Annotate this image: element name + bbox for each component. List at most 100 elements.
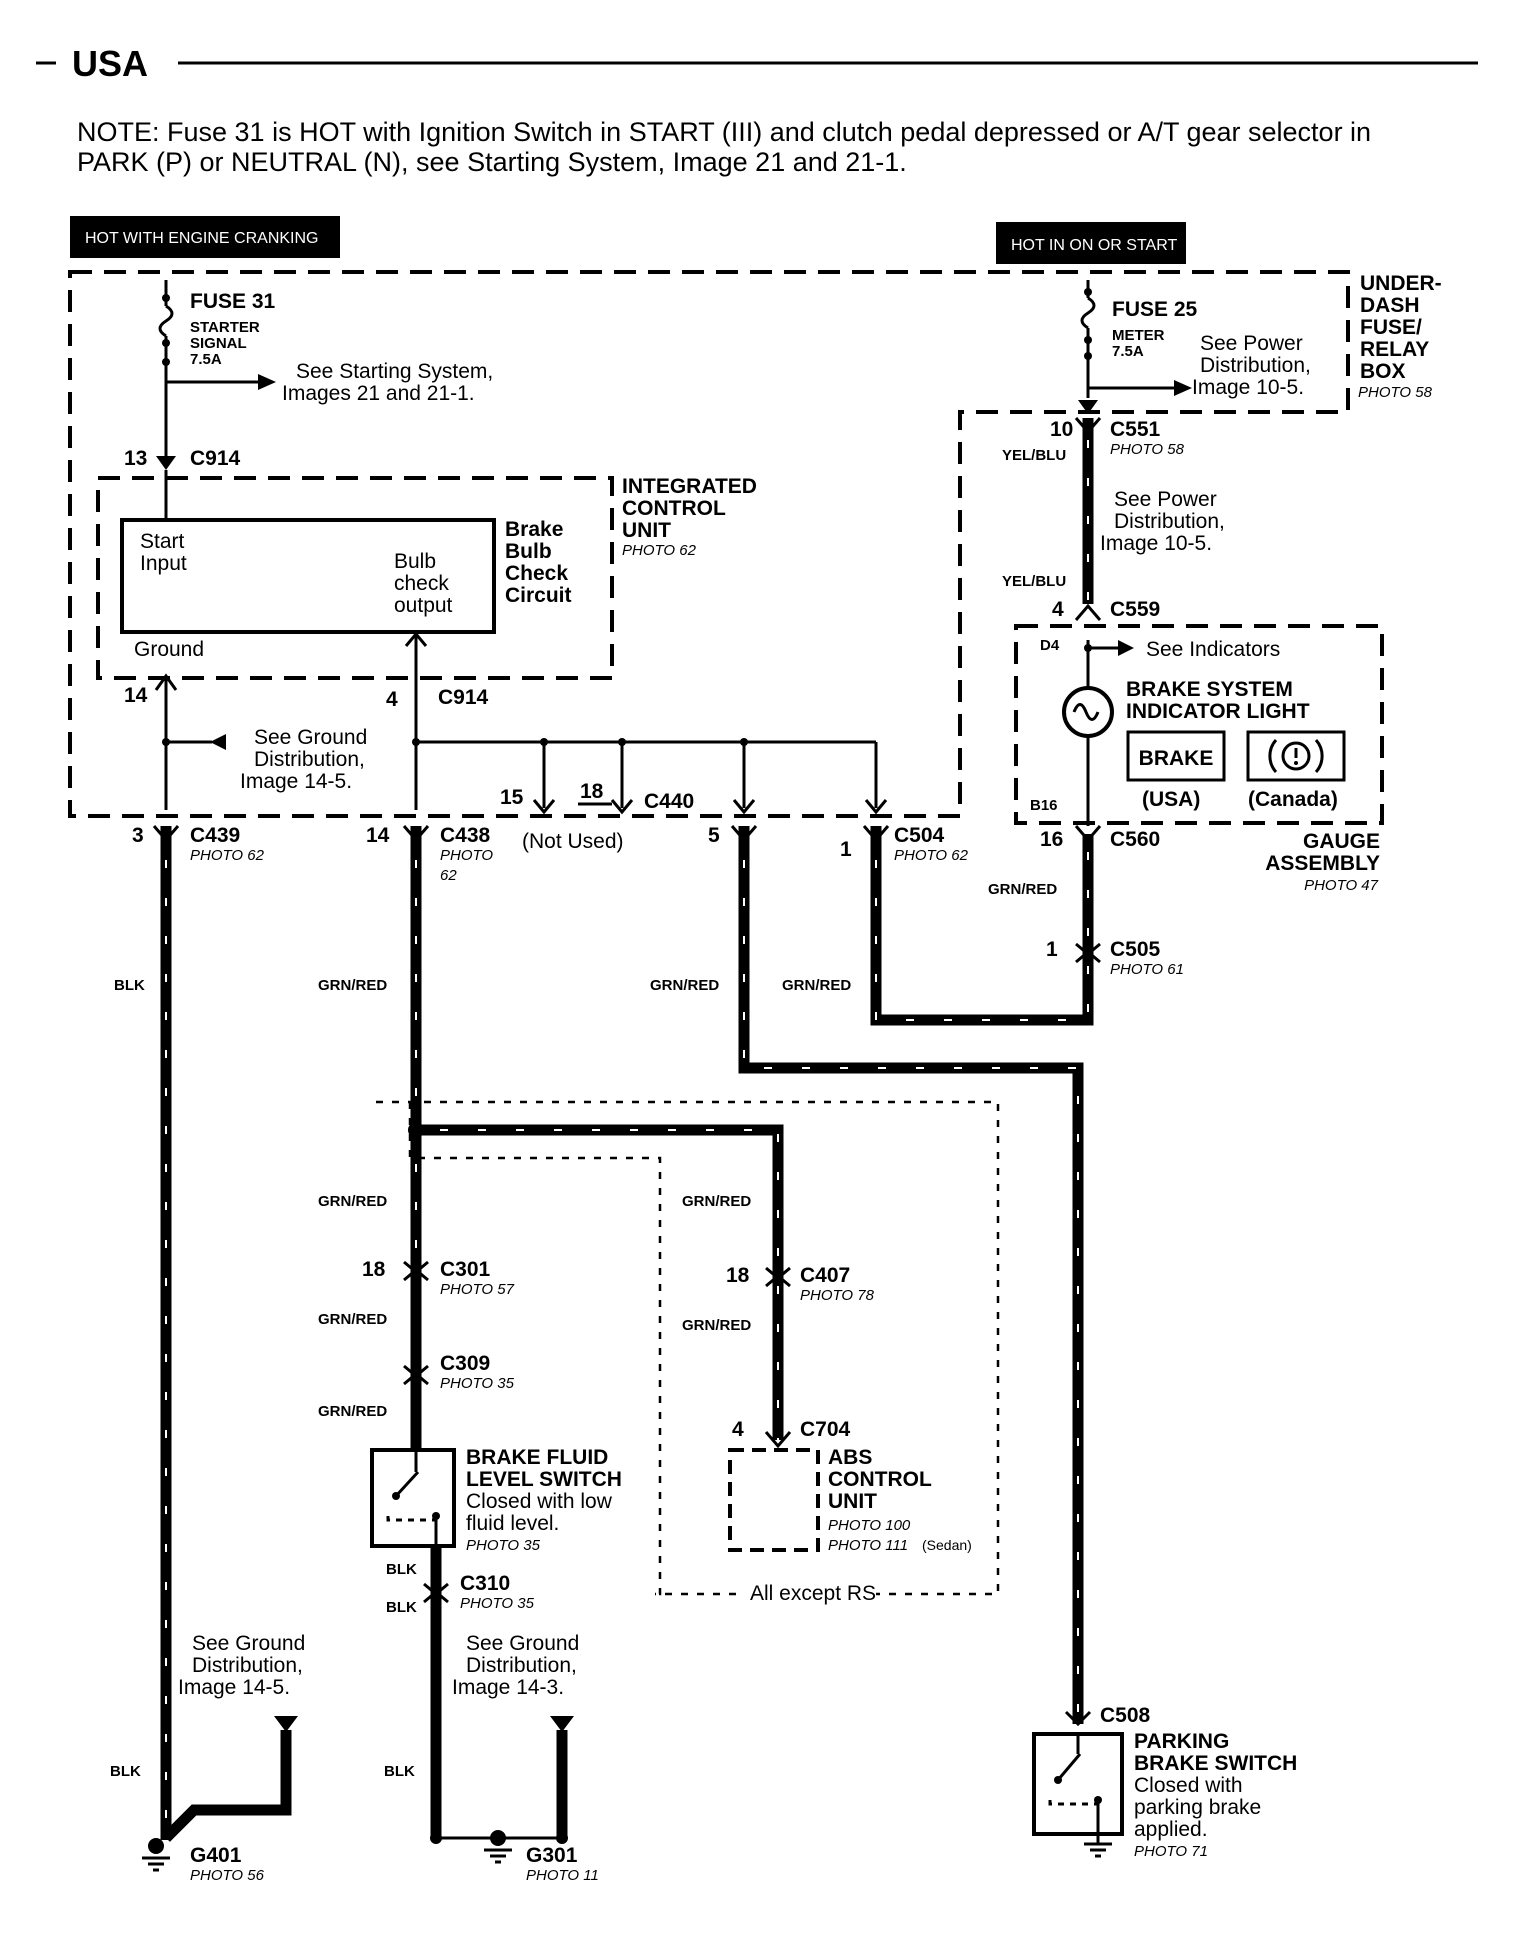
svg-text:B16: B16 xyxy=(1030,797,1058,814)
svg-text:METER: METER xyxy=(1112,327,1165,344)
svg-text:PHOTO 78: PHOTO 78 xyxy=(800,1287,875,1304)
svg-text:(Sedan): (Sedan) xyxy=(922,1537,972,1553)
connector-c505: 1 C505 PHOTO 61 xyxy=(1046,938,1184,978)
svg-text:C505: C505 xyxy=(1110,938,1161,961)
parking-brake-switch: C508 PARKING BRAKE SWITCH Closed with pa… xyxy=(1032,1704,1297,1860)
svg-text:Distribution,: Distribution, xyxy=(466,1654,577,1677)
svg-text:CONTROL: CONTROL xyxy=(622,497,726,520)
svg-text:Start: Start xyxy=(140,530,185,553)
svg-text:applied.: applied. xyxy=(1134,1818,1208,1841)
svg-text:Image 10-5.: Image 10-5. xyxy=(1192,376,1304,399)
svg-text:7.5A: 7.5A xyxy=(1112,343,1144,360)
svg-text:C439: C439 xyxy=(190,824,240,847)
svg-text:CONTROL: CONTROL xyxy=(828,1468,932,1491)
svg-text:BRAKE SYSTEM: BRAKE SYSTEM xyxy=(1126,678,1293,701)
svg-text:ASSEMBLY: ASSEMBLY xyxy=(1265,852,1380,875)
gauge-assembly: 4 C559 D4 See Indicators BRAKE SYSTEM IN… xyxy=(1030,598,1380,894)
hot-on-start-label: HOT IN ON OR START xyxy=(996,222,1186,264)
svg-text:C559: C559 xyxy=(1110,598,1160,621)
svg-text:GRN/RED: GRN/RED xyxy=(650,977,719,994)
svg-text:C438: C438 xyxy=(440,824,491,847)
svg-text:D4: D4 xyxy=(1040,637,1060,654)
svg-text:Image 14-5.: Image 14-5. xyxy=(240,770,352,793)
svg-text:FUSE 25: FUSE 25 xyxy=(1112,298,1198,321)
underdash-fuse-box-label: UNDER- DASH FUSE/ RELAY BOX PHOTO 58 xyxy=(1358,272,1442,401)
svg-text:18: 18 xyxy=(726,1264,750,1287)
svg-text:YEL/BLU: YEL/BLU xyxy=(1002,573,1066,590)
svg-text:3: 3 xyxy=(132,824,144,847)
svg-text:Bulb: Bulb xyxy=(505,540,552,563)
svg-text:16: 16 xyxy=(1040,828,1063,851)
svg-text:PHOTO 71: PHOTO 71 xyxy=(1134,1843,1208,1860)
svg-text:GAUGE: GAUGE xyxy=(1303,830,1380,853)
svg-text:C504: C504 xyxy=(894,824,945,847)
svg-text:Images 21 and 21-1.: Images 21 and 21-1. xyxy=(282,382,475,405)
svg-text:Image 10-5.: Image 10-5. xyxy=(1100,532,1212,555)
svg-text:parking brake: parking brake xyxy=(1134,1796,1261,1819)
svg-text:13: 13 xyxy=(124,447,147,470)
svg-text:See Ground: See Ground xyxy=(192,1632,305,1655)
svg-text:BRAKE SWITCH: BRAKE SWITCH xyxy=(1134,1752,1297,1775)
parking-brake-warning-icon xyxy=(1268,739,1324,773)
svg-text:PHOTO 47: PHOTO 47 xyxy=(1304,877,1379,894)
svg-text:See Power: See Power xyxy=(1200,332,1303,355)
svg-text:See Starting System,: See Starting System, xyxy=(296,360,493,383)
svg-text:7.5A: 7.5A xyxy=(190,351,222,368)
svg-text:DASH: DASH xyxy=(1360,294,1420,317)
svg-text:Check: Check xyxy=(505,562,568,585)
svg-text:GRN/RED: GRN/RED xyxy=(782,977,851,994)
header: USA NOTE: Fuse 31 is HOT with Ignition S… xyxy=(36,43,1478,177)
svg-text:PHOTO 58: PHOTO 58 xyxy=(1358,384,1433,401)
svg-text:G301: G301 xyxy=(526,1844,578,1867)
svg-text:UNIT: UNIT xyxy=(828,1490,877,1513)
svg-text:check: check xyxy=(394,572,449,595)
connector-c407: 18 C407 PHOTO 78 xyxy=(726,1264,875,1304)
svg-text:14: 14 xyxy=(124,684,148,707)
svg-text:PHOTO 61: PHOTO 61 xyxy=(1110,961,1184,978)
svg-text:PHOTO 35: PHOTO 35 xyxy=(466,1537,541,1554)
svg-text:Circuit: Circuit xyxy=(505,584,572,607)
svg-text:LEVEL SWITCH: LEVEL SWITCH xyxy=(466,1468,622,1491)
svg-text:output: output xyxy=(394,594,453,617)
svg-text:4: 4 xyxy=(386,688,398,711)
svg-text:PHOTO 100: PHOTO 100 xyxy=(828,1517,911,1534)
svg-text:5: 5 xyxy=(708,824,720,847)
svg-text:GRN/RED: GRN/RED xyxy=(682,1317,751,1334)
svg-text:INDICATOR LIGHT: INDICATOR LIGHT xyxy=(1126,700,1310,723)
svg-text:ABS: ABS xyxy=(828,1446,872,1469)
svg-text:18: 18 xyxy=(362,1258,386,1281)
svg-text:C407: C407 xyxy=(800,1264,850,1287)
svg-text:1: 1 xyxy=(1046,938,1058,961)
svg-text:GRN/RED: GRN/RED xyxy=(682,1193,751,1210)
svg-text:Distribution,: Distribution, xyxy=(254,748,365,771)
svg-text:C914: C914 xyxy=(190,447,241,470)
connector-c301: 18 C301 PHOTO 57 xyxy=(362,1258,515,1298)
page-title: USA xyxy=(72,43,148,84)
svg-text:C309: C309 xyxy=(440,1352,490,1375)
svg-text:PHOTO 11: PHOTO 11 xyxy=(526,1867,599,1884)
ground-g301: G301 PHOTO 11 xyxy=(484,1830,599,1884)
svg-text:PHOTO 35: PHOTO 35 xyxy=(440,1375,515,1392)
hot-cranking-label: HOT WITH ENGINE CRANKING xyxy=(70,216,340,258)
svg-text:GRN/RED: GRN/RED xyxy=(318,1311,387,1328)
svg-text:GRN/RED: GRN/RED xyxy=(988,881,1057,898)
svg-text:Brake: Brake xyxy=(505,518,563,541)
brake-indicator-bulb-icon xyxy=(1062,686,1114,738)
icu-pin-wiring: 14 See Ground Distribution, Image 14-5. … xyxy=(124,631,888,853)
svg-text:C560: C560 xyxy=(1110,828,1160,851)
svg-text:18: 18 xyxy=(580,780,604,803)
svg-text:BLK: BLK xyxy=(114,977,145,994)
svg-text:UNDER-: UNDER- xyxy=(1360,272,1442,295)
svg-text:BOX: BOX xyxy=(1360,360,1406,383)
svg-text:BLK: BLK xyxy=(386,1599,417,1616)
svg-text:RELAY: RELAY xyxy=(1360,338,1429,361)
fuse-25: FUSE 25 METER 7.5A See Power Distributio… xyxy=(1078,280,1311,414)
svg-text:PHOTO 62: PHOTO 62 xyxy=(190,847,265,864)
svg-text:FUSE 31: FUSE 31 xyxy=(190,290,276,313)
bottom-connectors: 3 C439 PHOTO 62 14 C438 PHOTO 62 5 1 C50… xyxy=(132,824,969,884)
svg-text:Distribution,: Distribution, xyxy=(1114,510,1225,533)
g301-ground-ref: See Ground Distribution, Image 14-3. xyxy=(452,1632,579,1732)
svg-text:C704: C704 xyxy=(800,1418,851,1441)
svg-text:PHOTO 111: PHOTO 111 xyxy=(828,1537,908,1554)
svg-text:UNIT: UNIT xyxy=(622,519,671,542)
